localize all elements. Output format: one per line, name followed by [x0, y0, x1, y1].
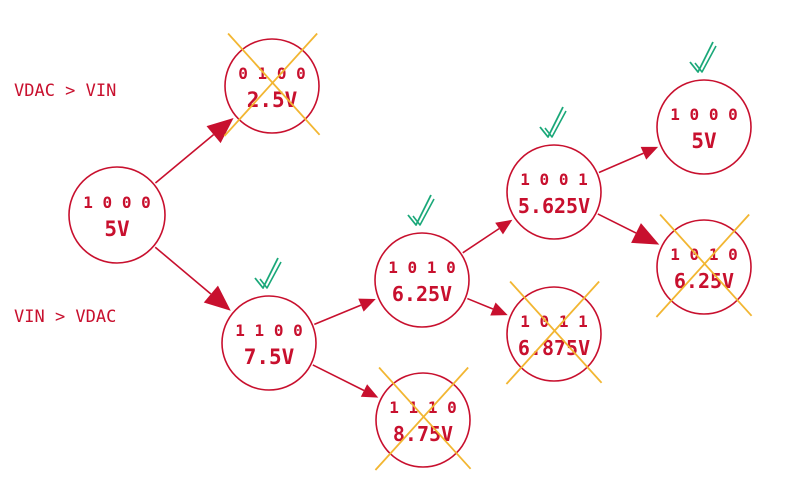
node-voltage: 2.5V [247, 88, 298, 112]
node-voltage: 8.75V [393, 422, 453, 446]
node-voltage: 6.25V [392, 282, 452, 306]
state-node-n1110: 1 1 1 0 8.75V [374, 366, 472, 471]
node-bits: 1 0 0 1 [520, 170, 587, 189]
arrowhead [206, 117, 234, 144]
state-node-n1010b: 1 0 1 0 6.25V [655, 213, 753, 318]
node-bits: 1 0 1 1 [520, 312, 587, 331]
node-bits: 1 0 1 0 [670, 245, 737, 264]
edges [154, 117, 660, 398]
rejected-cross-icon [505, 280, 603, 385]
label-vin-gt-vdac: VIN > VDAC [14, 307, 116, 327]
arrowhead [640, 146, 659, 160]
edge-n1000-n0100 [154, 117, 234, 184]
node-voltage: 5.625V [518, 194, 590, 218]
accepted-check-icon [539, 106, 567, 138]
state-node-n1100: 1 1 0 0 7.5V [221, 257, 317, 391]
arrowhead [495, 219, 513, 235]
node-voltage: 7.5V [244, 345, 295, 369]
arrowhead [360, 384, 379, 398]
node-circle [506, 144, 602, 240]
node-voltage: 6.875V [518, 336, 590, 360]
rejected-cross-icon [223, 32, 321, 137]
edge-n1010a-n1011 [467, 297, 508, 316]
state-node-n1000: 1 0 0 0 5V [68, 166, 166, 264]
node-circle [68, 166, 166, 264]
node-voltage: 5V [104, 217, 130, 241]
edge-n1001-n1010b [597, 213, 660, 245]
state-node-n1011: 1 0 1 1 6.875V [505, 280, 603, 385]
accepted-check-icon [689, 41, 717, 73]
accepted-check-icon [254, 257, 282, 289]
arrowhead [203, 285, 231, 311]
arrowhead [490, 302, 508, 316]
state-node-n0100: 0 1 0 0 2.5V [223, 32, 321, 137]
arrowhead [358, 298, 376, 312]
edge-n1100-n1010a [314, 298, 376, 326]
edge-n1100-n1110 [312, 364, 379, 398]
node-circle [221, 295, 317, 391]
state-node-n1010a: 1 0 1 0 6.25V [374, 194, 470, 328]
rejected-cross-icon [374, 366, 472, 471]
label-vdac-gt-vin: VDAC > VIN [14, 81, 116, 101]
node-bits: 1 0 0 0 [670, 105, 737, 124]
node-circle [374, 232, 470, 328]
node-voltage: 5V [691, 129, 717, 153]
node-bits: 0 1 0 0 [238, 64, 305, 83]
state-node-n1000b: 1 0 0 0 5V [656, 41, 752, 175]
nodes: 1 0 0 0 5V 0 1 0 0 2.5V 1 1 0 0 7.5V 1 0 1 0 6.… [68, 32, 753, 471]
node-bits: 1 0 0 0 [83, 193, 150, 212]
edge-n1010a-n1001 [462, 219, 513, 254]
node-voltage: 6.25V [674, 269, 734, 293]
arrowhead [631, 223, 660, 245]
node-bits: 1 1 0 0 [235, 321, 302, 340]
node-bits: 1 1 1 0 [389, 398, 456, 417]
accepted-check-icon [407, 194, 435, 226]
edge-n1000-n1100 [154, 246, 231, 311]
rejected-cross-icon [655, 213, 753, 318]
state-node-n1001: 1 0 0 1 5.625V [506, 106, 602, 240]
node-circle [656, 79, 752, 175]
edge-n1001-n1000b [598, 146, 659, 174]
node-bits: 1 0 1 0 [388, 258, 455, 277]
